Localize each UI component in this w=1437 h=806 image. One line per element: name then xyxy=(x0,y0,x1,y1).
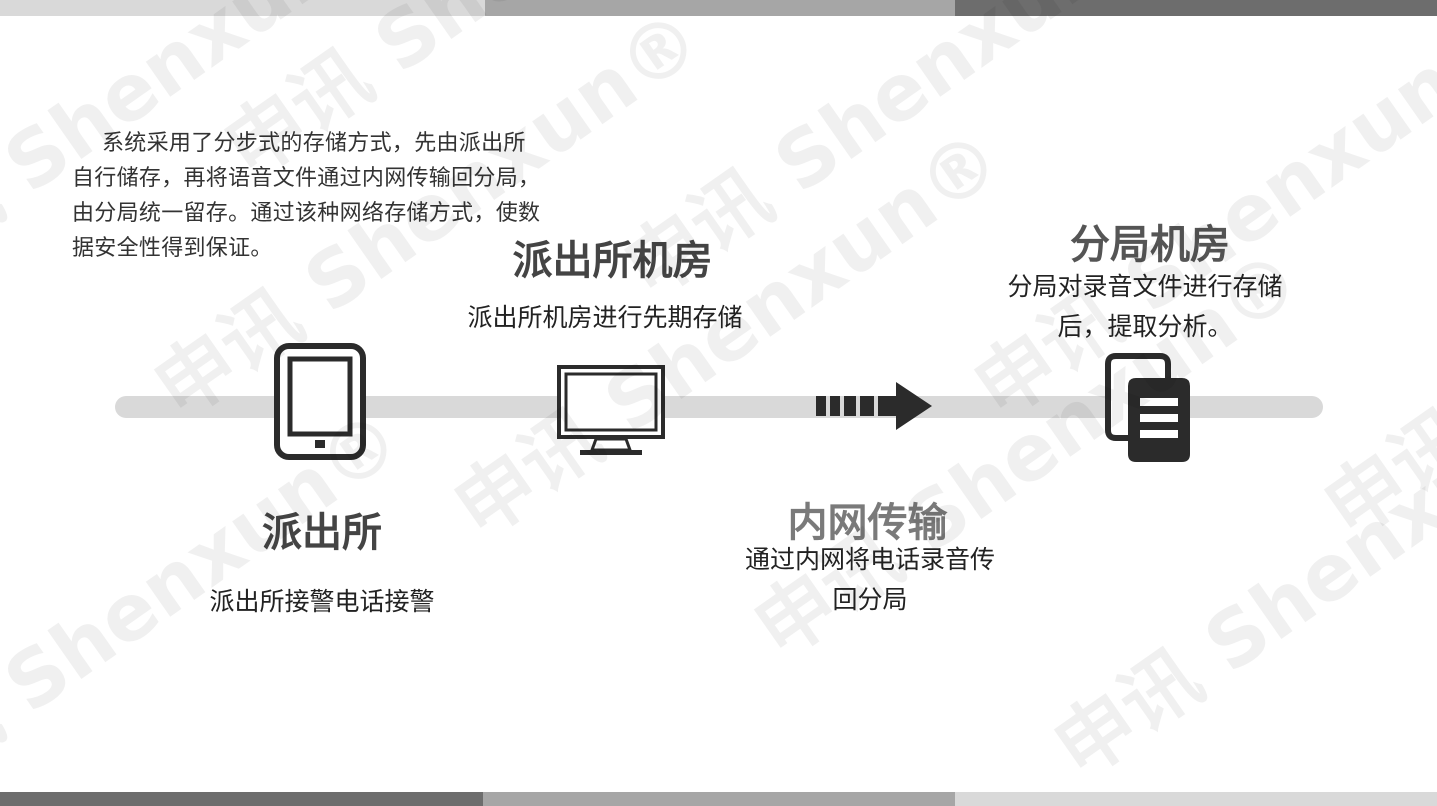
step-desc-station-server-room: 派出所机房进行先期存储 xyxy=(467,303,743,332)
step-desc-branch-server-room: 分局对录音文件进行存储 后，提取分析。 xyxy=(990,267,1300,347)
step-desc-branch-line2: 后，提取分析。 xyxy=(1057,312,1233,341)
monitor-icon xyxy=(556,364,666,459)
step-title-station-server-room: 派出所机房 xyxy=(512,238,713,284)
top-bar-segment-light xyxy=(0,0,485,16)
step-title-branch-server-room: 分局机房 xyxy=(1070,222,1230,268)
top-decor-bar xyxy=(0,0,1437,16)
bottom-bar-segment-mid xyxy=(483,792,955,806)
documents-icon xyxy=(1102,352,1196,466)
step-desc-intranet-transfer: 通过内网将电话录音传 回分局 xyxy=(720,540,1020,620)
watermark-text: 申讯 Shenxun® xyxy=(1309,113,1437,555)
bottom-bar-segment-light xyxy=(955,792,1437,806)
top-bar-segment-dark xyxy=(955,0,1437,16)
step-desc-intranet-line1: 通过内网将电话录音传 xyxy=(744,545,995,574)
top-bar-segment-mid xyxy=(485,0,955,16)
bottom-decor-bar xyxy=(0,792,1437,806)
tablet-icon xyxy=(274,343,366,460)
watermark-text: 申讯 Shenxun® xyxy=(1039,353,1437,795)
step-desc-branch-line1: 分局对录音文件进行存储 xyxy=(1007,272,1283,301)
intro-paragraph: 系统采用了分步式的存储方式，先由派出所自行储存，再将语音文件通过内网传输回分局，… xyxy=(72,131,541,261)
step-desc-intranet-line2: 回分局 xyxy=(832,585,908,614)
arrow-right-icon xyxy=(814,380,934,432)
step-desc-police-station: 派出所接警电话接警 xyxy=(209,587,435,616)
timeline-line xyxy=(115,396,1323,418)
bottom-bar-segment-dark xyxy=(0,792,483,806)
step-title-police-station: 派出所 xyxy=(262,510,382,556)
step-title-intranet-transfer: 内网传输 xyxy=(787,500,948,546)
